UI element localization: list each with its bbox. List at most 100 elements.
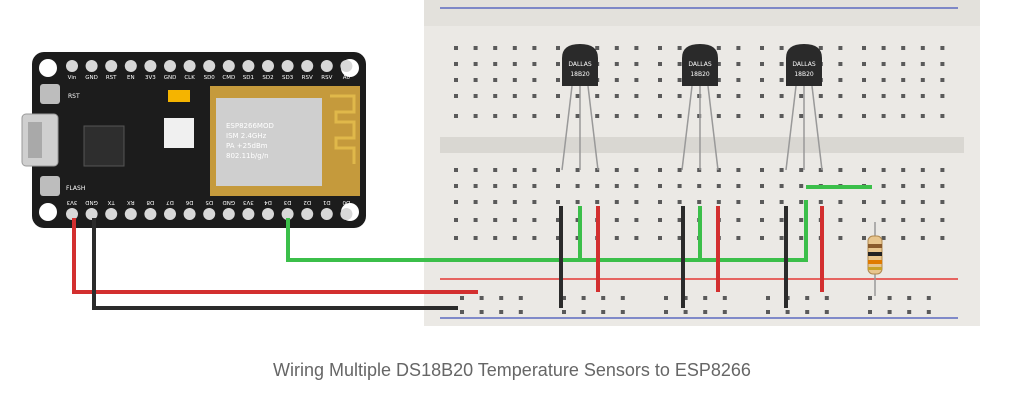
breadboard-hole [493,168,498,172]
breadboard-hole [920,94,925,98]
breadboard-hole [620,296,625,300]
breadboard-hole [518,296,523,300]
breadboard-hole [862,94,866,98]
wires [72,185,872,310]
breadboard-hole [634,168,639,172]
breadboard-hole [454,168,458,172]
pin-label: CLK [184,75,195,81]
breadboard-hole [634,236,639,240]
breadboard-hole [779,46,784,50]
rst-button [40,84,60,104]
breadboard-hole [824,296,829,300]
header-pin [85,60,98,72]
breadboard-hole [512,200,517,204]
breadboard-hole [658,184,662,188]
breadboard-hole [818,168,823,172]
breadboard-hole [881,78,886,82]
breadboard-hole [634,46,639,50]
breadboard-hole [512,168,517,172]
breadboard-hole [703,310,708,314]
breadboard-hole [532,184,537,188]
breadboard-hole [658,236,662,240]
breadboard-hole [779,236,784,240]
breadboard-hole [595,94,600,98]
breadboard-hole [658,200,662,204]
breadboard-hole [703,296,708,300]
ds18b20-sensor-1: DALLAS 18B20 [561,44,599,171]
mounting-hole [39,203,57,221]
pin-label: 3V3 [243,199,254,205]
breadboard-hole [779,78,784,82]
breadboard-hole [556,114,560,118]
breadboard-hole [838,114,843,118]
header-pin [164,60,176,72]
pin-label: RSV [302,75,313,81]
breadboard-hole [493,78,498,82]
breadboard-hole [614,46,619,50]
breadboard-hole [595,114,600,118]
breadboard-hole [664,296,668,300]
breadboard-hole [575,200,580,204]
breadboard-hole [473,168,478,172]
breadboard-hole [493,184,498,188]
breadboard-hole [460,310,464,314]
wiring-diagram: RST FLASH ESP8266MOD ISM 2.4GHz PA +25dB… [21,0,980,326]
breadboard-hole [736,168,741,172]
breadboard-hole [601,296,606,300]
header-pin [222,208,235,220]
breadboard-hole [881,46,886,50]
breadboard-hole [454,218,458,222]
rst-label: RST [68,93,80,100]
breadboard-hole [862,218,866,222]
header-pin [222,60,235,72]
breadboard-hole [760,94,764,98]
breadboard-hole [907,296,912,300]
breadboard-hole [614,62,619,66]
pin-label: SD0 [204,75,216,81]
pin-label: D5 [205,199,213,205]
breadboard-hole [473,78,478,82]
breadboard-hole [493,94,498,98]
breadboard-hole [940,218,945,222]
breadboard-hole [479,310,484,314]
flash-button [40,176,60,196]
breadboard-hole [493,114,498,118]
breadboard-hole [454,46,458,50]
breadboard-hole [454,114,458,118]
pin-label: A0 [343,75,351,81]
breadboard-hole [779,114,784,118]
breadboard-hole [736,94,741,98]
breadboard-hole [479,296,484,300]
breadboard-hole [614,114,619,118]
breadboard-hole [907,310,912,314]
header-pin [105,208,118,220]
header-pin [183,60,196,72]
breadboard-hole [920,236,925,240]
breadboard-hole [683,310,688,314]
breadboard-hole [862,168,866,172]
breadboard-hole [614,184,619,188]
breadboard-hole [862,62,866,66]
breadboard-hole [940,184,945,188]
header-pin [144,208,157,220]
breadboard-hole [473,62,478,66]
breadboard-hole [838,168,843,172]
breadboard-hole [760,236,764,240]
breadboard-hole [658,114,662,118]
breadboard-hole [901,46,906,50]
breadboard-hole [736,78,741,82]
ds18b20-sensor-3: DALLAS 18B20 [785,44,823,171]
sensor3-brand: DALLAS [792,61,816,68]
breadboard-hole [838,236,843,240]
header-pin [124,208,137,220]
breadboard-hole [677,200,682,204]
breadboard-hole [473,236,478,240]
breadboard-hole [454,62,458,66]
pin-label: D6 [185,199,193,205]
breadboard-hole [697,94,702,98]
breadboard-hole [493,200,498,204]
breadboard-hole [460,296,464,300]
breadboard-hole [614,94,619,98]
header-pin [203,60,216,72]
